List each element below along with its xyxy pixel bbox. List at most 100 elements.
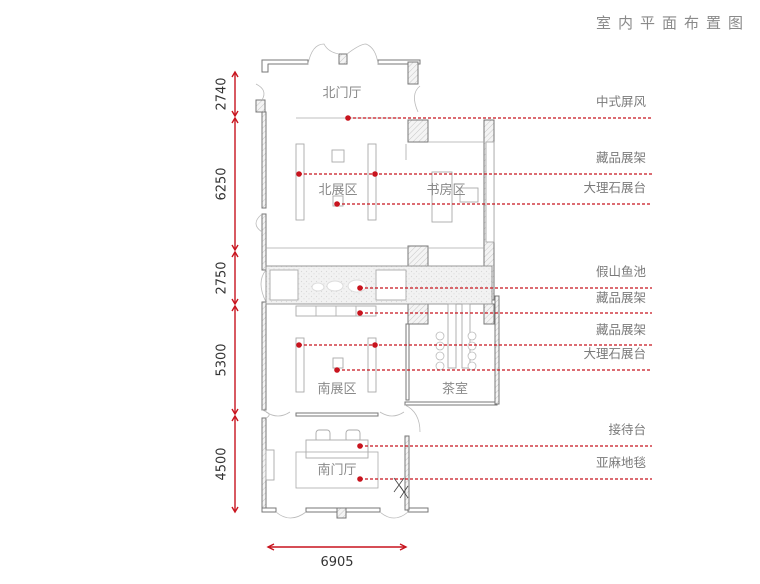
- callout-shelf-mid: 藏品展架: [357, 290, 652, 316]
- door-nw: [255, 83, 265, 101]
- dim-vertical-2740: 2740: [215, 70, 239, 118]
- study-chair: [459, 187, 479, 203]
- callout-shelf-south: 藏品展架: [296, 322, 652, 348]
- side-console: [265, 449, 275, 481]
- leader-dot: [334, 201, 340, 207]
- leader-dot: [296, 171, 302, 177]
- pedestal-south: [332, 357, 344, 369]
- leader-dot: [372, 342, 378, 348]
- callout-screen: 中式屏风: [345, 94, 652, 121]
- wall-south-right: [407, 507, 429, 513]
- door-south-2: [379, 511, 409, 519]
- tea-table-1: [447, 303, 457, 369]
- shelf-north-right: [367, 143, 377, 221]
- study-desk: [431, 171, 453, 223]
- callout-label: 大理石展台: [583, 346, 646, 361]
- plant: [393, 477, 409, 499]
- callout-label: 接待台: [608, 422, 646, 437]
- room-study: 书房区: [426, 182, 465, 198]
- wall-west-4: [261, 417, 267, 513]
- callout-label: 大理石展台: [583, 180, 646, 195]
- door-west-2: [255, 213, 263, 233]
- door-hall-right: [379, 411, 405, 417]
- leader-dot: [357, 285, 363, 291]
- dim-value: 2750: [215, 261, 230, 294]
- callout-label: 中式屏风: [596, 94, 647, 109]
- dim-value: 6250: [215, 167, 230, 200]
- pedestal-north-1: [331, 149, 345, 163]
- doors: [255, 43, 421, 519]
- door-tea: [404, 404, 421, 433]
- wall-north-left: [261, 59, 309, 65]
- rock-3: [347, 279, 367, 293]
- column-south: [336, 507, 347, 519]
- study-shelf: [485, 141, 495, 243]
- column-study: [407, 119, 429, 143]
- shelf-north-left: [295, 143, 305, 221]
- callout-label: 假山鱼池: [596, 264, 647, 279]
- callout-label: 藏品展架: [596, 322, 646, 337]
- leader-dot: [334, 367, 340, 373]
- door-hall-left: [265, 411, 291, 417]
- wall-west-3: [261, 301, 267, 411]
- column-north: [338, 53, 348, 65]
- callout-reception: 接待台: [357, 422, 652, 449]
- wall-east-tea: [494, 295, 500, 405]
- room-labels: 北门厅 北展区 书房区 南展区 茶室 南门厅: [317, 86, 468, 478]
- column-west-upper: [255, 99, 266, 113]
- reception-desk: [305, 439, 369, 459]
- leader-dot: [372, 171, 378, 177]
- leader-dot: [296, 342, 302, 348]
- callout-linen-rug: 亚麻地毯: [357, 455, 652, 482]
- dim-vertical-5300: 5300: [215, 304, 239, 416]
- column-ne: [407, 61, 419, 85]
- dim-vertical-4500: 4500: [215, 414, 239, 514]
- callout-label: 藏品展架: [596, 290, 646, 305]
- wall-west-2: [261, 213, 267, 271]
- leader-dot: [357, 310, 363, 316]
- door-west-3: [261, 409, 270, 419]
- dim-horizontal: 6905: [266, 543, 408, 570]
- shelf-south-left: [295, 337, 305, 393]
- room-north-exhibit: 北展区: [318, 183, 357, 198]
- callout-shelf-north: 藏品展架: [296, 150, 652, 177]
- leader-dot: [357, 476, 363, 482]
- tea-stools: [435, 331, 477, 371]
- wall-east-south: [404, 435, 410, 511]
- dim-value: 5300: [215, 343, 230, 376]
- pond-step-west: [269, 269, 299, 301]
- callout-label: 藏品展架: [596, 150, 646, 165]
- dim-value: 4500: [215, 447, 230, 480]
- wall-tea-south: [404, 401, 498, 406]
- dim-vertical-6250: 6250: [215, 116, 239, 252]
- drawing-title: 室内平面布置图: [595, 14, 750, 32]
- room-south-exhibit: 南展区: [317, 381, 356, 397]
- column-mid-1: [407, 245, 429, 267]
- interior: [265, 117, 495, 499]
- dim-value: 2740: [215, 77, 230, 110]
- room-south-hall: 南门厅: [317, 462, 356, 478]
- rock-1: [311, 282, 325, 292]
- rock-2: [326, 280, 344, 292]
- door-north-2: [346, 43, 379, 65]
- wall-nw-corner: [261, 60, 269, 73]
- door-ne: [414, 85, 421, 113]
- pond-step-east: [375, 269, 407, 301]
- linen-rug: [295, 451, 379, 489]
- door-south-1: [275, 511, 307, 519]
- leader-dot: [345, 115, 351, 121]
- column-mid-2: [407, 303, 429, 325]
- wall-west-1: [261, 111, 267, 209]
- callout-marble-south: 大理石展台: [334, 346, 652, 373]
- leader-dot: [357, 443, 363, 449]
- wall-south-left: [261, 507, 277, 513]
- south-hall-backwall: [295, 412, 379, 417]
- callout-label: 亚麻地毯: [596, 455, 647, 470]
- room-north-hall: 北门厅: [322, 86, 361, 101]
- dimension-lines: 2740 6250 2750 5300 4500 6905: [215, 70, 408, 570]
- column-mid-3: [483, 303, 495, 325]
- shelf-south-right: [367, 337, 377, 393]
- callout-rockery-pond: 假山鱼池: [357, 264, 652, 291]
